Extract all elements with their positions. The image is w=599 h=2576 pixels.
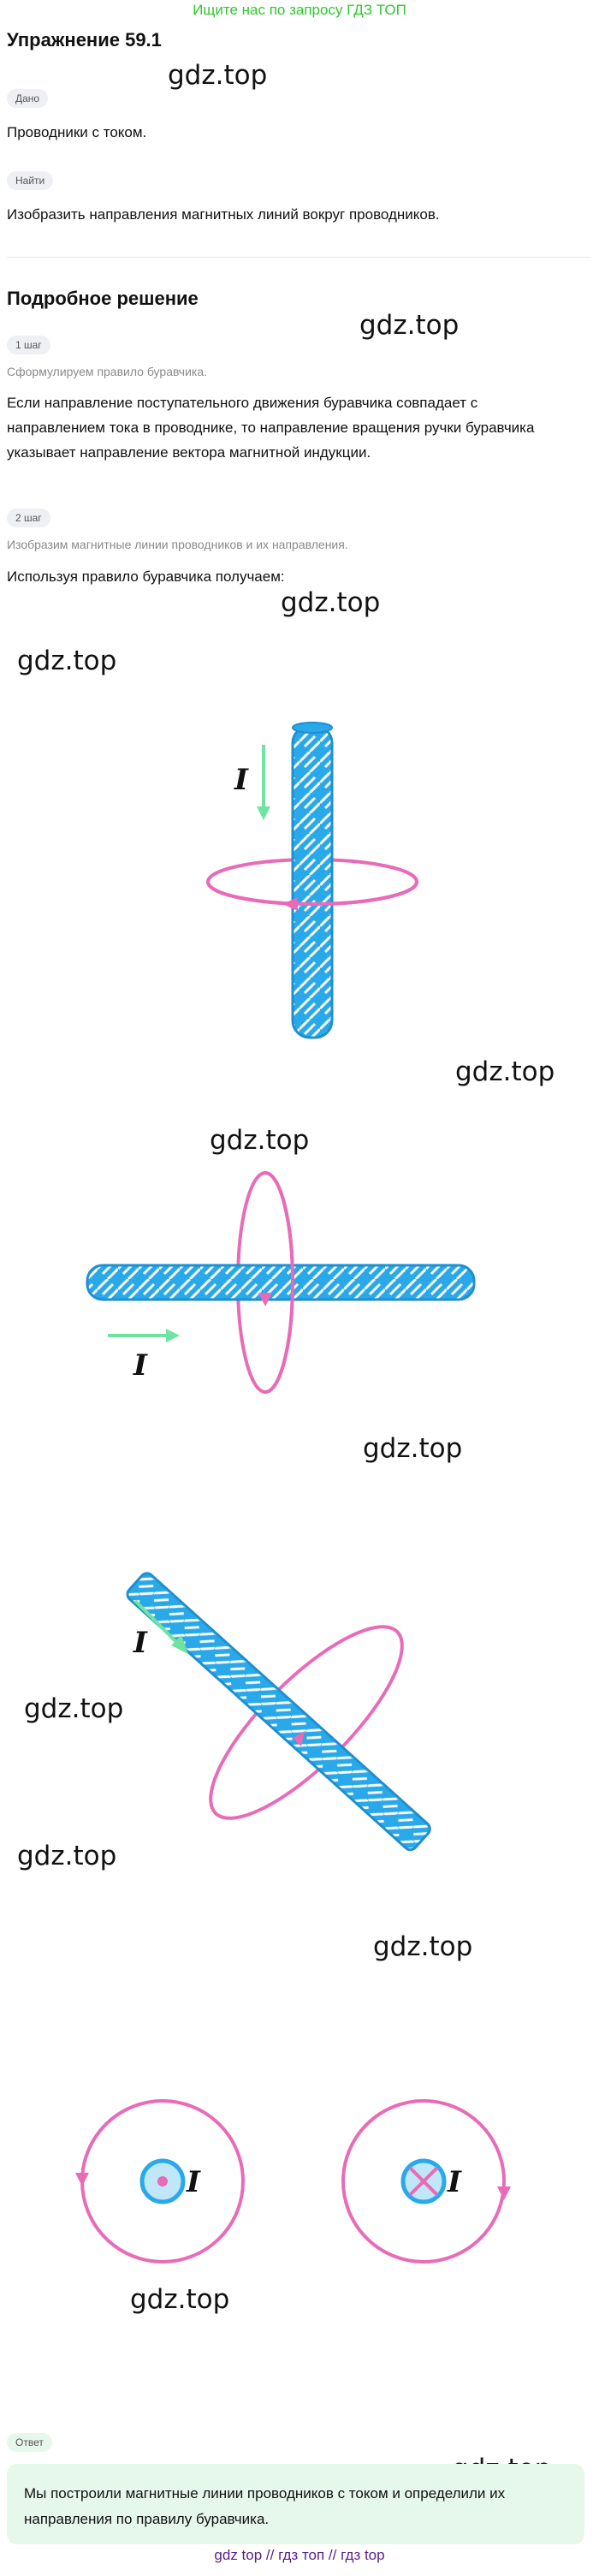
step1-line-2: направлением тока в проводнике, то напра…: [7, 419, 535, 436]
watermark: gdz.top: [17, 1841, 117, 1871]
given-label: Дано: [7, 89, 49, 108]
divider: [7, 257, 590, 258]
watermark: gdz.top: [17, 645, 117, 676]
figure-current-out: I: [75, 2099, 245, 2264]
answer-line-1: Мы построили магнитные линии проводников…: [24, 2485, 506, 2502]
conductor: [86, 1264, 476, 1301]
current-label: I: [133, 1348, 148, 1383]
footer-links[interactable]: gdz top // гдз топ // гдз top: [214, 2547, 385, 2563]
answer-line-2: направления по правилу буравчика.: [24, 2511, 270, 2527]
current-label: I: [447, 2165, 462, 2199]
figure-vertical-conductor: I: [206, 722, 418, 1039]
step2-text: Используя правило буравчика получаем:: [7, 568, 285, 585]
figure-horizontal-conductor: I: [86, 1171, 476, 1394]
field-line-front: [264, 1171, 294, 1394]
watermark: gdz.top: [363, 1433, 463, 1464]
watermark: gdz.top: [455, 1056, 555, 1087]
solution-title: Подробное решение: [7, 288, 199, 309]
current-dot: [157, 2176, 168, 2186]
step2-label: 2 шаг: [7, 509, 50, 527]
watermark: gdz.top: [24, 1693, 124, 1724]
field-arrow: [293, 1731, 305, 1746]
watermark: gdz.top: [130, 2284, 230, 2315]
answer-label: Ответ: [7, 2433, 52, 2452]
current-label: I: [133, 1626, 148, 1660]
field-line: [341, 2099, 506, 2264]
current-label: I: [186, 2165, 201, 2199]
find-text: Изобразить направления магнитных линий в…: [7, 206, 440, 223]
step1-line-3: указывает направление вектора магнитной …: [7, 444, 371, 461]
field-arrow: [75, 2173, 89, 2186]
figure-current-in: I: [341, 2099, 511, 2264]
field-arrow: [282, 897, 298, 911]
conductor: [126, 1572, 431, 1852]
watermark: gdz.top: [210, 1125, 310, 1156]
field-arrow: [258, 1293, 272, 1306]
step1-line-1: Если направление поступательного движени…: [7, 395, 478, 411]
search-banner[interactable]: Ищите нас по запросу ГДЗ ТОП: [193, 2, 406, 18]
field-line-front: [206, 881, 418, 906]
watermark: gdz.top: [168, 60, 268, 91]
given-text: Проводники с током.: [7, 124, 147, 140]
figure-diagonal-conductor: I: [126, 1572, 431, 1852]
field-arrow: [497, 2186, 511, 2200]
step2-hint: Изобразим магнитные линии проводников и …: [7, 538, 348, 551]
watermark: gdz.top: [373, 1931, 473, 1962]
step1-label: 1 шаг: [7, 336, 50, 354]
watermark: gdz.top: [281, 587, 381, 618]
step1-hint: Сформулируем правило буравчика.: [7, 365, 208, 378]
current-label: I: [234, 763, 249, 797]
find-label: Найти: [7, 171, 54, 190]
page-title: Упражнение 59.1: [7, 29, 162, 51]
current-arrow: [133, 1599, 180, 1645]
watermark: gdz.top: [359, 310, 460, 341]
conductor: [291, 724, 334, 1039]
answer-box: [7, 2464, 584, 2544]
